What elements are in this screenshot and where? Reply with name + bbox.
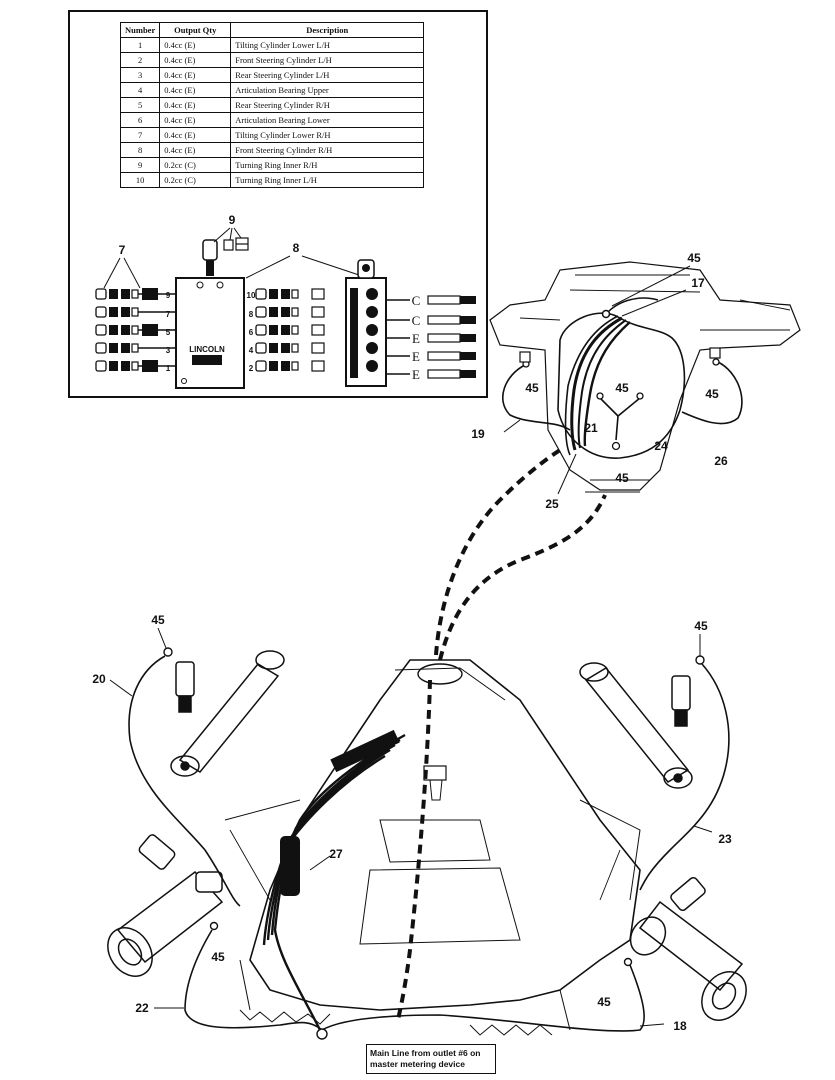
left-steering-cylinder (170, 650, 285, 777)
callout-27: 27 (329, 847, 343, 861)
right-steering-cylinder (579, 662, 693, 789)
injector-letter: E (412, 367, 420, 382)
callout-21: 21 (584, 421, 598, 435)
metering-block (175, 277, 245, 389)
callout-45-left-ring: 45 (525, 381, 539, 395)
right-tilt-cylinder (629, 876, 747, 1021)
block-top-fitting (202, 239, 218, 261)
metering-block-drawing: LINCOLN 9 9 7 5 3 1 10 8 6 4 2 (95, 213, 476, 389)
callout-45-lower: 45 (615, 471, 629, 485)
callout-9: 9 (229, 213, 236, 227)
block-right-number: 6 (249, 328, 254, 337)
chassis-drawing (107, 647, 747, 1040)
row-description: Turning Ring Inner L/H (230, 172, 425, 188)
left-fittings (95, 288, 176, 372)
callout-26: 26 (714, 454, 728, 468)
injector-letter: E (412, 349, 420, 364)
brand-text: LINCOLN (189, 345, 225, 354)
callout-19: 19 (471, 427, 485, 441)
callout-24: 24 (654, 439, 668, 453)
left-tilt-cylinder (107, 834, 224, 977)
block-left-number: 9 (166, 291, 171, 300)
callout-45-right-bottom: 45 (597, 995, 611, 1009)
block-left-number: 1 (166, 364, 171, 373)
injector-letter: C (412, 293, 421, 308)
callout-22: 22 (135, 1001, 149, 1015)
callout-23: 23 (718, 832, 732, 846)
row-number: 10 (119, 172, 161, 188)
callout-8: 8 (293, 241, 300, 255)
block-left-number: 5 (166, 328, 171, 337)
callout-45-left-bottom: 45 (211, 950, 225, 964)
brand-plate (192, 355, 222, 365)
callout-20: 20 (92, 672, 106, 686)
row-number: 5 (119, 97, 161, 113)
callout-45-left-cylinder: 45 (151, 613, 165, 627)
callout-45-right-ring: 45 (705, 387, 719, 401)
callout-17: 17 (691, 276, 705, 290)
right-fittings (255, 288, 325, 372)
block-right-number: 10 (247, 291, 256, 300)
turning-ring (557, 312, 686, 459)
turning-ring-assembly (489, 261, 801, 493)
injector-letter: C (412, 313, 421, 328)
callout-45-top: 45 (687, 251, 701, 265)
block-left-number: 3 (166, 346, 171, 355)
block-right-number: 4 (249, 346, 254, 355)
callout-25: 25 (545, 497, 559, 511)
block-left-number: 7 (166, 310, 171, 319)
callout-45-mid: 45 (615, 381, 629, 395)
callout-7: 7 (119, 243, 126, 257)
callout-18: 18 (673, 1019, 687, 1033)
callout-leaders (109, 265, 713, 1027)
block-right-number: 2 (249, 364, 254, 373)
block-right-number: 8 (249, 310, 254, 319)
injector-letter: E (412, 331, 420, 346)
main-line-dashed (396, 448, 607, 1021)
callout-45-right-cylinder: 45 (694, 619, 708, 633)
main-line-label: Main Line from outlet #6 on master meter… (366, 1044, 496, 1074)
